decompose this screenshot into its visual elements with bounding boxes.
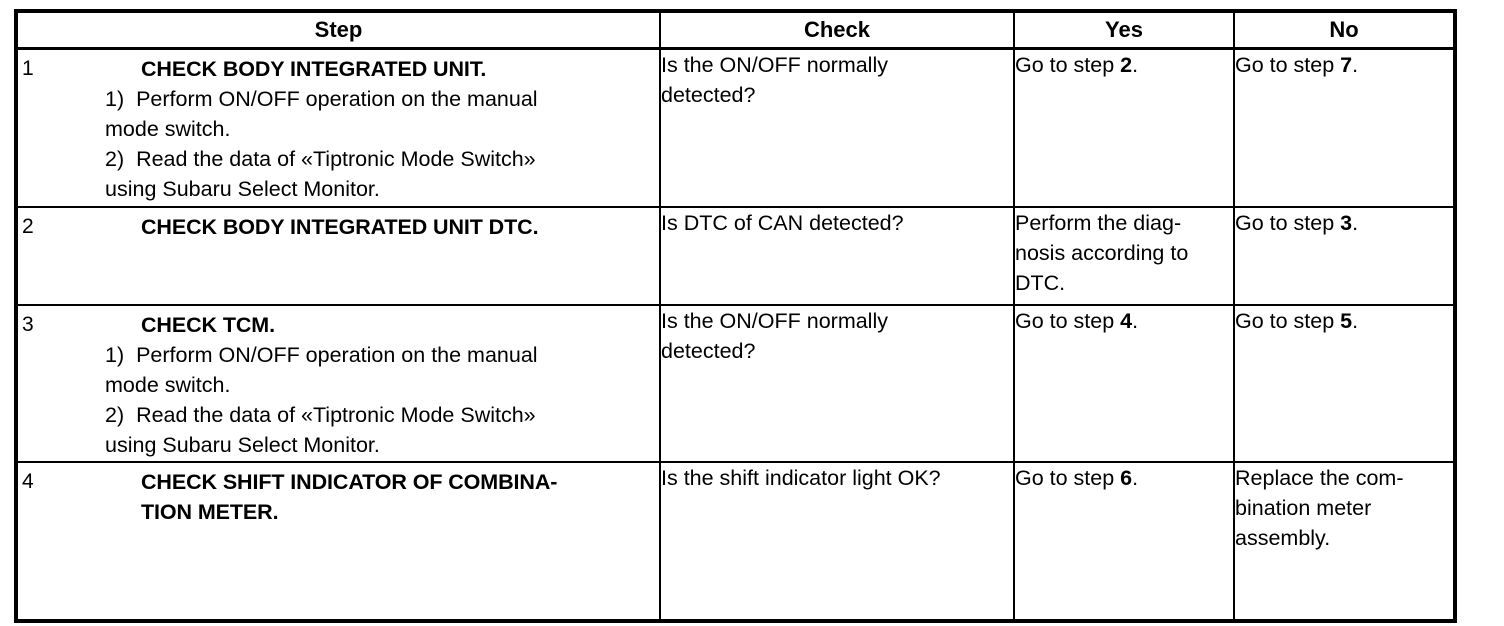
column-header-yes: Yes bbox=[1013, 10, 1235, 50]
diagnostic-procedure-table: Step Check Yes No 1 CHECK BODY INTEGRATE… bbox=[14, 9, 1457, 623]
no-text: Replace the com- bination meter assembly… bbox=[1235, 466, 1404, 550]
cell-yes: Go to step 6. bbox=[1013, 461, 1235, 622]
cell-yes: Perform the diag- nosis according to DTC… bbox=[1013, 206, 1235, 306]
step-title: CHECK TCM. bbox=[141, 313, 275, 337]
table-row: 2 CHECK BODY INTEGRATED UNIT DTC. Is DTC… bbox=[15, 206, 1456, 306]
table-body: 1 CHECK BODY INTEGRATED UNIT. 1) Perform… bbox=[15, 47, 1456, 622]
step-detail-line: using Subaru Select Monitor. bbox=[105, 177, 380, 201]
no-step-ref: 7 bbox=[1340, 53, 1353, 77]
step-detail-line: 2) Read the data of «Tiptronic Mode Swit… bbox=[105, 403, 536, 427]
cell-check: Is the shift indicator light OK? bbox=[659, 461, 1015, 622]
table-row: 1 CHECK BODY INTEGRATED UNIT. 1) Perform… bbox=[15, 47, 1456, 208]
step-detail-line: 1) Perform ON/OFF operation on the manua… bbox=[105, 87, 538, 111]
no-text-post: . bbox=[1352, 309, 1359, 333]
table-row: 3 CHECK TCM. 1) Perform ON/OFF operation… bbox=[15, 304, 1456, 463]
cell-check: Is the ON/OFF normally detected? bbox=[659, 47, 1015, 208]
no-text-post: . bbox=[1352, 53, 1359, 77]
yes-text: Go to step bbox=[1015, 466, 1121, 490]
yes-text: Perform the diag- nosis according to DTC… bbox=[1015, 211, 1189, 295]
no-text: Go to step bbox=[1235, 211, 1341, 235]
no-step-ref: 3 bbox=[1340, 211, 1353, 235]
step-body: CHECK SHIFT INDICATOR OF COMBINA- TION M… bbox=[141, 463, 659, 527]
table-header: Step Check Yes No bbox=[15, 10, 1456, 50]
step-detail-line: mode switch. bbox=[105, 117, 231, 141]
cell-yes: Go to step 4. bbox=[1013, 304, 1235, 463]
check-line: detected? bbox=[661, 83, 756, 107]
step-body: CHECK TCM. 1) Perform ON/OFF operation o… bbox=[105, 306, 659, 460]
yes-text: Go to step bbox=[1015, 309, 1121, 333]
step-detail-line: mode switch. bbox=[105, 373, 231, 397]
cell-no: Go to step 3. bbox=[1233, 206, 1456, 306]
step-body: CHECK BODY INTEGRATED UNIT. 1) Perform O… bbox=[105, 50, 659, 204]
cell-step: 2 CHECK BODY INTEGRATED UNIT DTC. bbox=[15, 206, 661, 306]
header-row: Step Check Yes No bbox=[15, 10, 1456, 50]
yes-text: Go to step bbox=[1015, 53, 1121, 77]
column-header-step: Step bbox=[15, 10, 661, 50]
column-header-no: No bbox=[1233, 10, 1456, 50]
yes-step-ref: 6 bbox=[1120, 466, 1133, 490]
step-number: 2 bbox=[22, 215, 34, 238]
yes-text-post: . bbox=[1132, 309, 1139, 333]
step-title: CHECK BODY INTEGRATED UNIT DTC. bbox=[141, 215, 539, 239]
step-number: 1 bbox=[22, 57, 34, 80]
cell-no: Go to step 5. bbox=[1233, 304, 1456, 463]
check-line: detected? bbox=[661, 339, 756, 363]
cell-check: Is DTC of CAN detected? bbox=[659, 206, 1015, 306]
no-step-ref: 5 bbox=[1340, 309, 1353, 333]
cell-no: Replace the com- bination meter assembly… bbox=[1233, 461, 1456, 622]
yes-step-ref: 2 bbox=[1120, 53, 1133, 77]
cell-check: Is the ON/OFF normally detected? bbox=[659, 304, 1015, 463]
step-title: CHECK SHIFT INDICATOR OF COMBINA- TION M… bbox=[141, 470, 558, 524]
cell-no: Go to step 7. bbox=[1233, 47, 1456, 208]
yes-text-post: . bbox=[1132, 53, 1139, 77]
step-detail-line: 1) Perform ON/OFF operation on the manua… bbox=[105, 343, 538, 367]
cell-yes: Go to step 2. bbox=[1013, 47, 1235, 208]
check-line: Is the shift indicator light OK? bbox=[661, 466, 941, 490]
step-number: 3 bbox=[22, 313, 34, 336]
no-text: Go to step bbox=[1235, 309, 1341, 333]
check-line: Is the ON/OFF normally bbox=[661, 309, 888, 333]
check-line: Is the ON/OFF normally bbox=[661, 53, 888, 77]
column-header-check: Check bbox=[659, 10, 1015, 50]
step-number: 4 bbox=[22, 470, 34, 493]
cell-step: 1 CHECK BODY INTEGRATED UNIT. 1) Perform… bbox=[15, 47, 661, 208]
step-title: CHECK BODY INTEGRATED UNIT. bbox=[141, 57, 487, 81]
step-body: CHECK BODY INTEGRATED UNIT DTC. bbox=[141, 208, 659, 242]
no-text-post: . bbox=[1352, 211, 1359, 235]
yes-text-post: . bbox=[1132, 466, 1139, 490]
check-line: Is DTC of CAN detected? bbox=[661, 211, 904, 235]
yes-step-ref: 4 bbox=[1120, 309, 1133, 333]
step-detail-line: 2) Read the data of «Tiptronic Mode Swit… bbox=[105, 147, 536, 171]
cell-step: 4 CHECK SHIFT INDICATOR OF COMBINA- TION… bbox=[15, 461, 661, 622]
step-detail-line: using Subaru Select Monitor. bbox=[105, 433, 380, 457]
no-text: Go to step bbox=[1235, 53, 1341, 77]
table-row: 4 CHECK SHIFT INDICATOR OF COMBINA- TION… bbox=[15, 461, 1456, 622]
cell-step: 3 CHECK TCM. 1) Perform ON/OFF operation… bbox=[15, 304, 661, 463]
